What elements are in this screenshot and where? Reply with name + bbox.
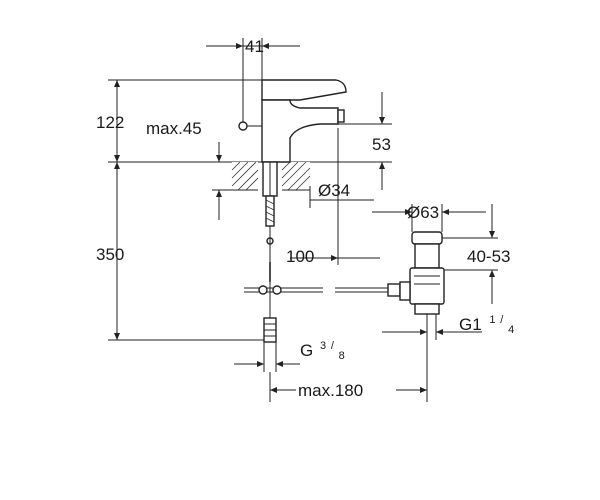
dimension-waste-thread: G1 1 / 4 [382, 308, 514, 336]
supply-line [263, 195, 277, 343]
label-g1-1-4: G1 1 / 4 [459, 308, 514, 336]
dimension-waste-height: 40-53 [442, 204, 510, 304]
label-41: 41 [245, 37, 264, 56]
label-o63: Ø63 [407, 203, 439, 222]
label-100: 100 [286, 247, 314, 266]
label-350: 350 [96, 245, 124, 264]
dimension-supply-length: 350 [96, 162, 264, 341]
dimension-height-top: 122 [96, 79, 262, 162]
dimension-supply-thread: G 3 / 8 [234, 334, 345, 372]
waste-fitting [399, 231, 445, 340]
label-53: 53 [372, 135, 391, 154]
dimension-max-deck: max.45 [146, 119, 232, 220]
popup-linkage [244, 283, 401, 297]
label-max45: max.45 [146, 119, 202, 138]
label-40-53: 40-53 [467, 247, 510, 266]
dimension-waste-diameter: Ø63 [372, 203, 486, 232]
label-o34: Ø34 [318, 181, 350, 200]
dimension-hole-diameter: Ø34 [309, 181, 374, 208]
label-122: 122 [96, 113, 124, 132]
mixer-body [238, 79, 347, 197]
dimension-waste-offset: 100 [286, 128, 380, 266]
label-max180: max.180 [298, 381, 363, 400]
dimension-max-spacing: max.180 [269, 340, 428, 402]
dimension-outlet-height: 53 [330, 92, 392, 190]
deck-section [108, 161, 330, 191]
dimension-spout-offset: 41 [206, 37, 300, 88]
label-g-3-8: G 3 / 8 [300, 334, 345, 362]
